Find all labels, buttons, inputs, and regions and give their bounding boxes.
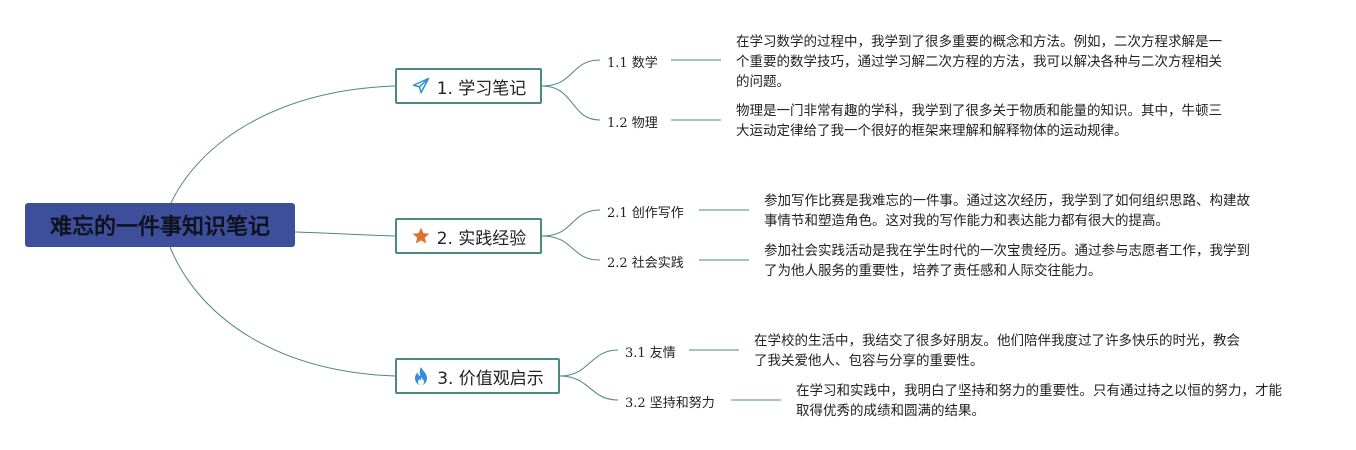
note-creative-writing: 参加写作比赛是我难忘的一件事。通过这次经历，我学到了如何组织思路、构建故事情节和… xyxy=(764,193,1250,229)
connector-root-branch-3 xyxy=(169,246,396,377)
leaf-perseverance[interactable]: 3.2 坚持和努力 xyxy=(625,396,715,411)
branch-practice-experience[interactable]: 2. 实践经验 xyxy=(395,218,542,254)
note-physics: 物理是一门非常有趣的学科，我学到了很多关于物质和能量的知识。其中，牛顿三大运动定… xyxy=(736,103,1222,139)
branch-label: 2. 实践经验 xyxy=(436,228,527,249)
fire-icon xyxy=(411,366,431,386)
note-math: 在学习数学的过程中，我学到了很多重要的概念和方法。例如，二次方程求解是一个重要的… xyxy=(736,34,1222,90)
branch-label: 1. 学习笔记 xyxy=(436,78,527,99)
branch-values-insight[interactable]: 3. 价值观启示 xyxy=(395,358,560,394)
root-topic[interactable]: 难忘的一件事知识笔记 xyxy=(25,203,295,247)
connector-b3-leaf2 xyxy=(559,375,619,401)
connector-root-branch-1 xyxy=(169,85,396,206)
root-title: 难忘的一件事知识笔记 xyxy=(49,215,270,240)
branch-study-notes[interactable]: 1. 学习笔记 xyxy=(395,68,542,104)
leaf-friendship[interactable]: 3.1 友情 xyxy=(625,346,676,361)
connector-b3-leaf1 xyxy=(559,349,619,377)
connector-b2-leaf1 xyxy=(541,209,601,237)
leaf-math[interactable]: 1.1 数学 xyxy=(607,56,658,71)
connector-b2-leaf2 xyxy=(541,235,601,261)
star-icon xyxy=(411,226,431,246)
note-social-practice: 参加社会实践活动是我在学生时代的一次宝贵经历。通过参与志愿者工作，我学到了为他人… xyxy=(764,243,1250,279)
leaf-social-practice[interactable]: 2.2 社会实践 xyxy=(607,256,684,271)
connector-root-branch-2 xyxy=(294,231,396,237)
leaf-physics[interactable]: 1.2 物理 xyxy=(607,116,658,131)
connector-b1-leaf1 xyxy=(541,59,601,87)
leaf-creative-writing[interactable]: 2.1 创作写作 xyxy=(607,206,684,221)
connector-b1-leaf2 xyxy=(541,85,601,121)
note-friendship: 在学校的生活中，我结交了很多好朋友。他们陪伴我度过了许多快乐的时光，教会了我关爱… xyxy=(754,333,1240,369)
branch-label: 3. 价值观启示 xyxy=(437,368,544,389)
paper-plane-icon xyxy=(411,76,431,96)
note-perseverance: 在学习和实践中，我明白了坚持和努力的重要性。只有通过持之以恒的努力，才能取得优秀… xyxy=(796,383,1282,419)
